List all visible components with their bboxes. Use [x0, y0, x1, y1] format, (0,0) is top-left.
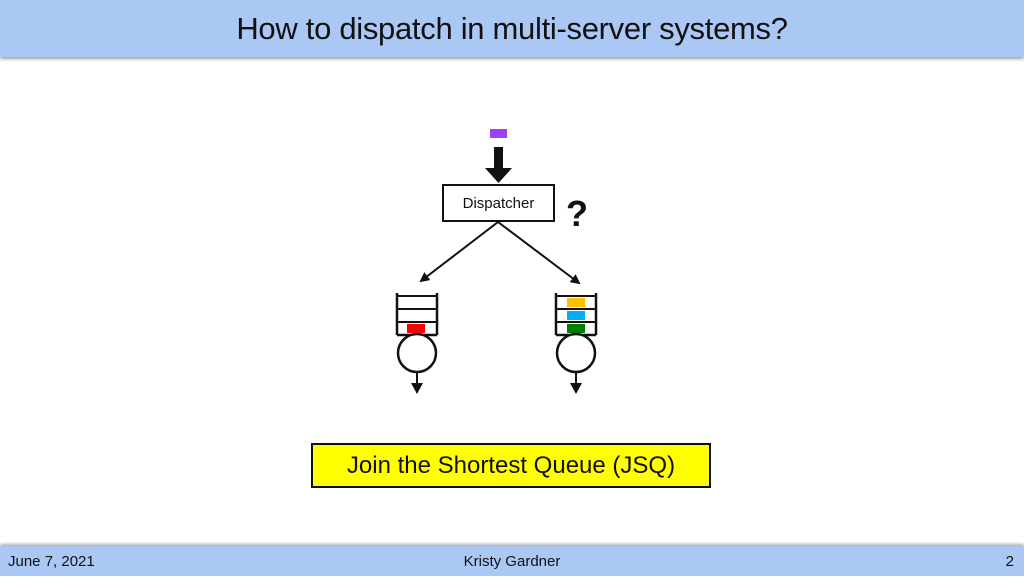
dispatcher-label: Dispatcher	[462, 194, 535, 212]
slide-header: How to dispatch in multi-server systems?	[0, 0, 1024, 57]
page-number: 2	[1005, 553, 1014, 570]
slide-title: How to dispatch in multi-server systems?	[236, 11, 788, 46]
incoming-job	[490, 129, 507, 138]
queue-right	[554, 293, 598, 394]
incoming-arrow-icon	[485, 147, 512, 183]
job-green	[567, 324, 585, 333]
footer-author: Kristy Gardner	[463, 553, 561, 570]
question-mark: ?	[566, 193, 588, 234]
footer-date: June 7, 2021	[8, 553, 95, 570]
job-red	[407, 324, 425, 333]
departure-arrow-icon	[570, 383, 582, 394]
departure-arrow-icon	[411, 383, 423, 394]
slide-footer: June 7, 2021 Kristy Gardner 2	[0, 546, 1024, 576]
job-blue	[567, 311, 585, 320]
branch-arrow-right	[497, 221, 581, 285]
dispatcher-box	[442, 184, 555, 222]
branch-arrow-left	[419, 221, 499, 283]
policy-label-box: Join the Shortest Queue (JSQ)	[311, 443, 711, 488]
queue-left	[395, 293, 439, 394]
policy-label: Join the Shortest Queue (JSQ)	[346, 451, 676, 479]
server-right	[555, 332, 597, 374]
job-orange	[567, 298, 585, 307]
server-left	[396, 332, 438, 374]
